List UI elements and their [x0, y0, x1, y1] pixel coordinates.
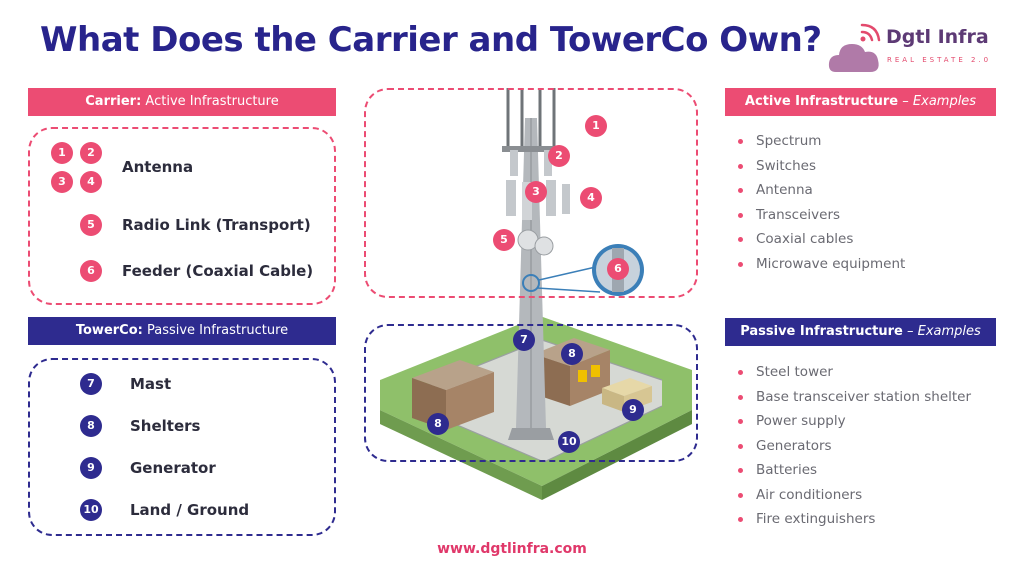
diagram-marker-10: 10 [558, 431, 580, 453]
logo-name: Dgtl Infra [886, 26, 989, 48]
marker-5: 5 [80, 214, 102, 236]
list-item: Air conditioners [734, 487, 971, 512]
logo: Dgtl Infra REAL ESTATE 2.0 [826, 16, 1006, 80]
list-item-text: Generators [756, 437, 832, 454]
towerco-header-bold: TowerCo: [75, 323, 143, 338]
bullet-icon [738, 468, 743, 473]
bullet-icon [738, 370, 743, 375]
list-item: Power supply [734, 413, 971, 438]
footer-url[interactable]: www.dgtlinfra.com [437, 541, 587, 557]
diagram-marker-2: 2 [548, 145, 570, 167]
diagram-marker-8b: 8 [427, 413, 449, 435]
logo-tagline: REAL ESTATE 2.0 [887, 56, 992, 64]
list-item-text: Antenna [756, 182, 813, 198]
diagram-marker-7: 7 [513, 329, 535, 351]
carrier-label-radio-link: Radio Link (Transport) [122, 216, 311, 234]
bullet-icon [738, 517, 743, 522]
marker-2: 2 [80, 142, 102, 164]
list-item-text: Steel tower [756, 364, 833, 380]
towerco-header: TowerCo: Passive Infrastructure [28, 317, 336, 345]
active-examples-header: Active Infrastructure – Examples [725, 88, 996, 116]
diagram-marker-4: 4 [580, 187, 602, 209]
bullet-icon [738, 188, 743, 193]
marker-9: 9 [80, 457, 102, 479]
marker-1: 1 [51, 142, 73, 164]
list-item: Generators [734, 438, 971, 463]
list-item-text: Power supply [756, 413, 846, 429]
passive-examples-header-italic: Examples [917, 324, 981, 339]
bullet-icon [738, 212, 743, 218]
diagram-marker-8: 8 [561, 343, 583, 365]
marker-7: 7 [80, 373, 102, 395]
marker-3: 3 [51, 171, 73, 193]
marker-8: 8 [80, 415, 102, 437]
tower-site-drawing [362, 88, 700, 520]
bullet-icon [738, 139, 743, 144]
bullet-icon [738, 419, 743, 424]
bullet-icon [738, 492, 743, 498]
list-item: Switches [734, 158, 905, 183]
diagram-marker-1: 1 [585, 115, 607, 137]
list-item: Batteries [734, 462, 971, 487]
list-item: Antenna [734, 182, 905, 207]
tower-illustration: 1 2 3 4 5 6 7 8 8 9 10 [362, 88, 700, 520]
bullet-icon [738, 237, 743, 242]
generator [602, 378, 652, 412]
towerco-label-mast: Mast [130, 375, 172, 393]
list-item-text: Microwave equipment [756, 255, 906, 272]
passive-examples-header-bold: Passive Infrastructure [740, 324, 903, 339]
list-item-text: Coaxial cables [756, 231, 854, 247]
list-item: Steel tower [734, 364, 971, 389]
bullet-icon [738, 261, 743, 267]
diagram-marker-9: 9 [622, 399, 644, 421]
page-title: What Does the Carrier and TowerCo Own? [40, 20, 822, 60]
carrier-header: Carrier: Active Infrastructure [28, 88, 336, 116]
active-examples-list: Spectrum Switches Antenna Transceivers C… [734, 133, 905, 280]
carrier-box [28, 127, 336, 305]
passive-examples-header: Passive Infrastructure – Examples [725, 318, 996, 346]
list-item: Spectrum [734, 133, 905, 158]
towerco-label-generator: Generator [130, 459, 216, 477]
towerco-box [28, 358, 336, 536]
carrier-label-antenna: Antenna [122, 158, 194, 176]
diagram-marker-5: 5 [493, 229, 515, 251]
list-item-text: Fire extinguishers [756, 511, 876, 527]
list-item-text: Spectrum [756, 133, 822, 149]
carrier-header-rest: Active Infrastructure [141, 94, 279, 109]
towerco-label-land: Land / Ground [130, 501, 250, 519]
passive-examples-header-sep: – [902, 324, 918, 339]
towerco-header-rest: Passive Infrastructure [142, 323, 289, 338]
list-item: Coaxial cables [734, 231, 905, 256]
bullet-icon [738, 163, 743, 169]
list-item: Transceivers [734, 207, 905, 232]
passive-zone-box [364, 324, 698, 462]
active-zone-box [364, 88, 698, 298]
list-item: Fire extinguishers [734, 511, 971, 536]
marker-4: 4 [80, 171, 102, 193]
carrier-label-feeder: Feeder (Coaxial Cable) [122, 262, 314, 280]
active-examples-header-sep: – [898, 94, 913, 109]
towerco-label-shelters: Shelters [130, 417, 201, 435]
list-item-text: Switches [756, 157, 816, 174]
diagram-marker-6: 6 [607, 258, 629, 280]
cloud-wifi-icon [828, 23, 881, 72]
list-item-text: Air conditioners [756, 486, 863, 503]
diagram-marker-3: 3 [525, 181, 547, 203]
list-item-text: Batteries [756, 462, 818, 478]
bullet-icon [738, 394, 743, 400]
list-item-text: Transceivers [756, 206, 841, 223]
list-item: Base transceiver station shelter [734, 389, 971, 414]
active-examples-header-italic: Examples [912, 94, 977, 109]
marker-6: 6 [80, 260, 102, 282]
passive-examples-list: Steel tower Base transceiver station she… [734, 364, 971, 536]
active-examples-header-bold: Active Infrastructure [744, 94, 899, 109]
bullet-icon [738, 443, 743, 449]
marker-10: 10 [80, 499, 102, 521]
list-item-text: Base transceiver station shelter [756, 388, 972, 405]
list-item: Microwave equipment [734, 256, 905, 281]
carrier-header-bold: Carrier: [85, 94, 142, 109]
